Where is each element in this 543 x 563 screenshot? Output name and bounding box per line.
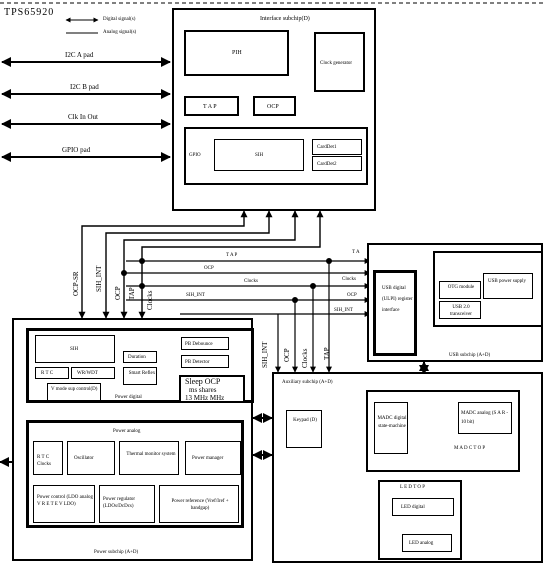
ocp-block: OCP [253,96,296,116]
bus-label-tap: T A P [226,253,238,258]
pa-power-reference: Power reference (Vref/Iref + bandgap) [159,485,239,523]
vlabel-ocp: OCP [114,286,122,300]
pd-vmode: V mode sup control(D) [47,383,101,401]
pd-duration: Duration [123,351,157,363]
pih-block: PIH [184,30,289,76]
clock-generator-block: Clock generator [314,32,365,92]
pd-wrwdt: WR/WDT [71,367,115,379]
usb-power: USB power supply [483,273,533,299]
bus-label-t-a: T A [352,250,360,255]
pd-pb-debounce: PB Debounce [181,337,229,350]
usb-subchip: USB digital (ULPI) register interface OT… [367,243,543,362]
pa-oscillator: Oscillator [67,441,115,475]
legend-analog-label: Analog signal(s) [103,30,137,35]
bus-label-ocp: OCP [204,266,214,271]
pd-label: Power digital [115,395,142,400]
pa-power-manager: Power manager [185,441,241,475]
led-top-label: L E D T O P [400,485,426,490]
usb-transceiver: USB 2.0 transceiver [439,301,481,319]
carddet2-block: CardDet2 [312,156,362,171]
usb-analog-group: OTG module USB 2.0 transceiver USB power… [433,251,543,327]
vlabel-tap: TAP [128,287,136,300]
legend-digital-label: Digital signal(s) [103,17,136,22]
bus-label-clocks: Clocks [244,279,258,284]
vlabel-ocp-2: OCP [283,348,291,362]
power-digital: SIH R T C WR/WDT V mode sup control(D) D… [26,328,254,403]
interface-label: Interface subchip(D) [260,16,310,22]
otg-module: OTG module [439,281,481,299]
usb-bus-clocks: Clocks [342,277,356,282]
signal-i2c-b: I2C B pad [70,83,99,91]
sih-block: SIH [214,139,304,171]
vlabel-sih-int: SIH_INT [95,265,103,292]
usb-bus-ocp: OCP [347,293,357,298]
auxiliary-subchip: Auxiliary subchip (A+D) Keypad (D) MADC … [272,372,543,563]
led-digital: LED digital [392,498,454,516]
pa-power-regulator: Power regulator (LDOs/DcDcs) [99,485,155,523]
power-analog: Power analog R T C Clocks Oscillator The… [26,420,244,528]
vlabel-tap-2: TAP [323,347,331,360]
led-top: L E D T O P LED digital LED analog [378,480,462,560]
pa-rtc: R T C Clocks [33,441,63,475]
vlabel-clocks: Clocks [146,290,154,310]
pa-power-control: Power control (LDO analog V R E T E V LD… [33,485,95,523]
carddet1-block: CardDet1 [312,139,362,155]
pd-pb-detector: PB Detector [181,355,229,368]
madc-top: MADC digital state-machine MADC analog (… [366,390,520,472]
bus-label-sih-int: SIH_INT [186,293,205,298]
vlabel-ocp-sr: OCP-SR [72,271,80,296]
chip-title: TPS65920 [4,7,55,18]
interface-subchip: Interface subchip(D) PIH Clock generator… [172,8,376,211]
usb-bus-sih: SIH_INT [334,308,353,313]
signal-gpio: GPIO pad [62,146,91,154]
pa-label: Power analog [113,429,141,434]
madc-digital: MADC digital state-machine [374,402,408,454]
vlabel-clocks-2: Clocks [301,348,309,368]
signal-clk: Clk In Out [68,113,98,121]
pd-sleep-box: Sleep OCP ms shares 13 MHz MHz [179,375,245,403]
pd-sih: SIH [35,335,115,363]
aux-label: Auxiliary subchip (A+D) [282,380,333,385]
keypad-block: Keypad (D) [286,410,322,448]
pd-smart-reflex: Smart Reflex [123,367,157,385]
led-analog: LED analog [402,534,452,552]
pd-rtc: R T C [35,367,69,379]
power-subchip-label: Power subchip (A+D) [94,550,139,555]
power-subchip: SIH R T C WR/WDT V mode sup control(D) D… [12,318,254,561]
usb-subchip-label: USB subchip (A+D) [449,353,491,358]
vlabel-sih-int-2: SIH_INT [261,341,269,368]
usb-digital: USB digital (ULPI) register interface [373,270,417,356]
madc-top-label: M A D C T O P [454,446,486,451]
gpio-block: GPIO SIH CardDet1 CardDet2 [184,127,368,185]
pa-thermal: Thermal monitor system [119,441,179,475]
madc-analog: MADC analog (S A R - 10 bit) [458,402,512,434]
signal-i2c-a: I2C A pad [65,51,94,59]
tap-block: T A P [184,96,239,116]
